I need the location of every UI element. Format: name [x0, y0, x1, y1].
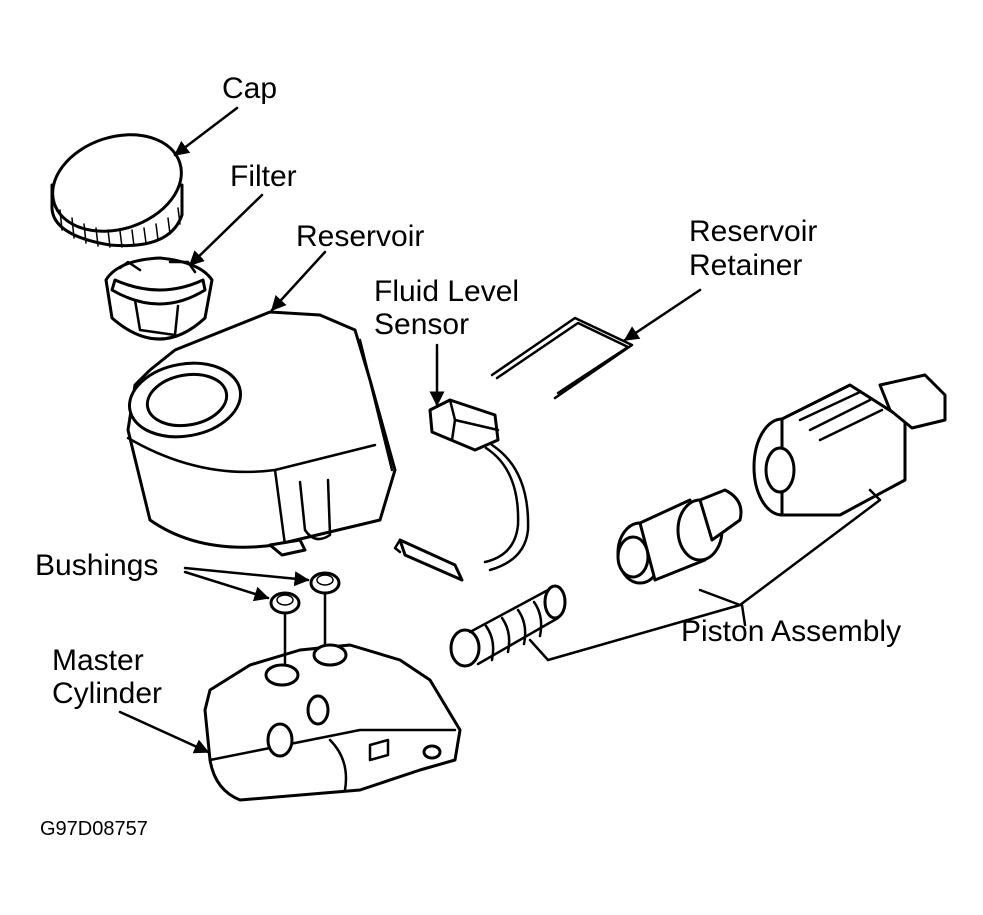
piston-assembly-pointer — [740, 603, 747, 627]
master-cylinder-label-line1: Master — [52, 644, 144, 677]
piston-assembly-bracket — [528, 488, 882, 662]
filter-arrow — [188, 193, 264, 267]
leader-lines — [118, 106, 882, 754]
bushing-guide-lines — [283, 593, 327, 667]
cap-label: Cap — [222, 72, 278, 105]
reservoir-part — [126, 310, 397, 557]
master-cylinder-label-line2: Cylinder — [52, 677, 163, 710]
fluid-level-sensor-part — [393, 398, 530, 582]
bushing-arrow-1 — [183, 570, 270, 602]
reservoir-arrow — [270, 250, 327, 312]
bushings-label: Bushings — [35, 549, 159, 582]
cap-arrow — [173, 106, 239, 157]
cap-part — [50, 133, 184, 248]
figure-code: G97D08757 — [40, 818, 148, 840]
bushings-part — [269, 571, 341, 615]
master-cylinder-arrow — [118, 710, 210, 754]
reservoir-label: Reservoir — [296, 220, 425, 253]
reservoir-retainer-part — [490, 316, 634, 400]
master-cylinder-part — [203, 643, 462, 802]
reservoir-retainer-label-line2: Retainer — [689, 249, 803, 282]
piston-assembly-part — [449, 373, 947, 668]
retainer-arrow — [623, 288, 702, 342]
bushing-arrow-2 — [183, 566, 310, 587]
piston-assembly-label: Piston Assembly — [681, 615, 902, 648]
filter-part — [104, 256, 214, 341]
filter-label: Filter — [230, 160, 297, 193]
reservoir-retainer-label-line1: Reservoir — [689, 215, 818, 248]
fluid-level-sensor-label-line2: Sensor — [374, 308, 470, 341]
fluid-level-sensor-label-line1: Fluid Level — [374, 275, 520, 308]
